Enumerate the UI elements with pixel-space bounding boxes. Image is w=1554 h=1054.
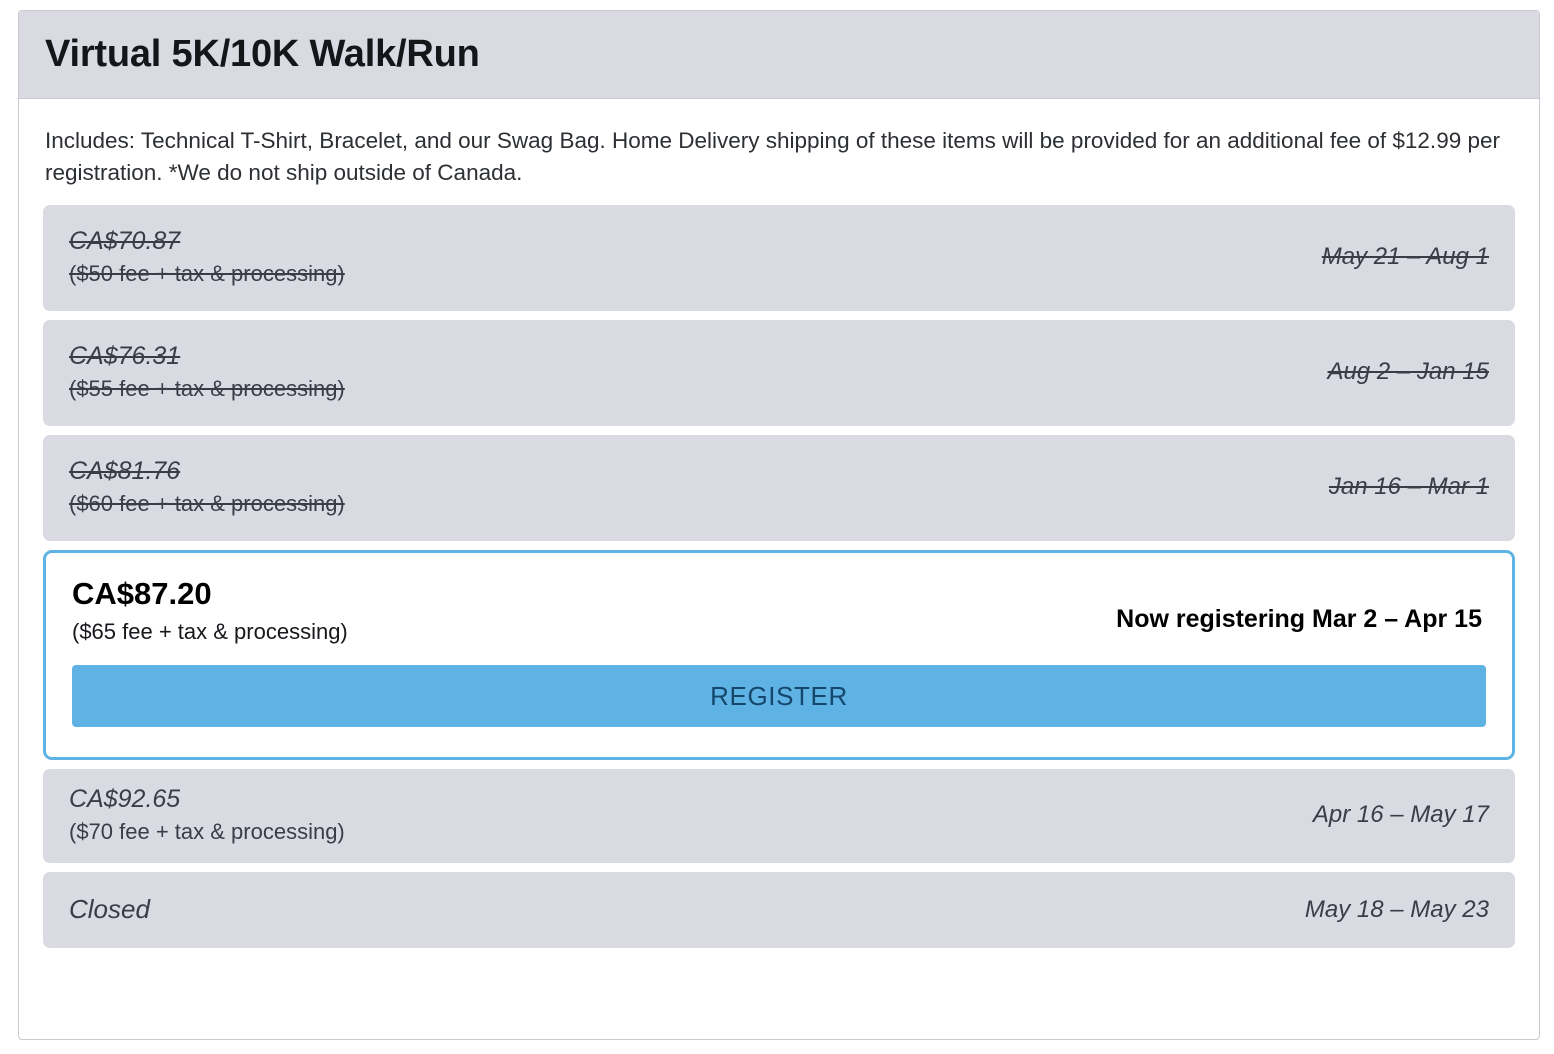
active-price-fee-note: ($65 fee + tax & processing) [72,618,348,644]
price-tier-right: May 21 – Aug 1 [1322,243,1493,271]
closed-status-label: Closed [69,894,150,925]
price-date-range: May 18 – May 23 [1304,895,1489,923]
price-date-range: May 21 – Aug 1 [1321,242,1489,270]
card-body: Includes: Technical T-Shirt, Bracelet, a… [19,99,1539,968]
price-tier-row-active[interactable]: CA$87.20 ($65 fee + tax & processing) No… [43,549,1515,760]
price-date-range: Jan 16 – Mar 1 [1328,472,1489,500]
now-registering-date-range: Now registering Mar 2 – Apr 15 [1116,604,1482,633]
price-tier-left: CA$92.65 ($70 fee + tax & processing) [69,783,345,846]
price-tier-left: Closed [69,894,150,925]
price-fee-note: ($50 fee + tax & processing) [69,260,345,286]
price-tier-row-past-3: CA$81.76 ($60 fee + tax & processing) Ja… [43,434,1515,541]
price-tier-left: CA$70.87 ($50 fee + tax & processing) [69,225,345,288]
price-fee-note: ($60 fee + tax & processing) [69,490,345,516]
price-amount: CA$81.76 [69,457,181,486]
price-fee-note: ($55 fee + tax & processing) [69,375,345,401]
includes-description: Includes: Technical T-Shirt, Bracelet, a… [45,128,1500,185]
active-price-amount: CA$87.20 [72,575,212,611]
price-fee-note: ($70 fee + tax & processing) [69,818,345,844]
price-tier-right: Aug 2 – Jan 15 [1328,358,1493,386]
page-title: Virtual 5K/10K Walk/Run [45,32,480,75]
event-pricing-card: Virtual 5K/10K Walk/Run Includes: Techni… [18,10,1540,1040]
active-tier-top: CA$87.20 ($65 fee + tax & processing) No… [72,575,1486,648]
price-date-range: Apr 16 – May 17 [1312,800,1489,828]
price-amount: CA$70.87 [69,227,181,256]
price-tier-list: CA$70.87 ($50 fee + tax & processing) Ma… [43,204,1515,948]
price-tier-row-past-1: CA$70.87 ($50 fee + tax & processing) Ma… [43,204,1515,311]
price-tier-row-upcoming: CA$92.65 ($70 fee + tax & processing) Ap… [43,768,1515,863]
price-amount: CA$76.31 [69,342,181,371]
price-tier-left: CA$81.76 ($60 fee + tax & processing) [69,455,345,518]
price-tier-row-closed: Closed May 18 – May 23 [43,871,1515,948]
price-amount: CA$92.65 [69,785,181,814]
price-tier-right: Apr 16 – May 17 [1313,801,1493,829]
price-tier-row-past-2: CA$76.31 ($55 fee + tax & processing) Au… [43,319,1515,426]
price-date-range: Aug 2 – Jan 15 [1327,357,1489,385]
register-button[interactable]: REGISTER [72,665,1486,728]
active-tier-left: CA$87.20 ($65 fee + tax & processing) [72,575,348,648]
card-header: Virtual 5K/10K Walk/Run [19,11,1539,99]
price-tier-right: Jan 16 – Mar 1 [1329,473,1493,501]
price-tier-left: CA$76.31 ($55 fee + tax & processing) [69,340,345,403]
price-tier-right: May 18 – May 23 [1305,896,1493,924]
